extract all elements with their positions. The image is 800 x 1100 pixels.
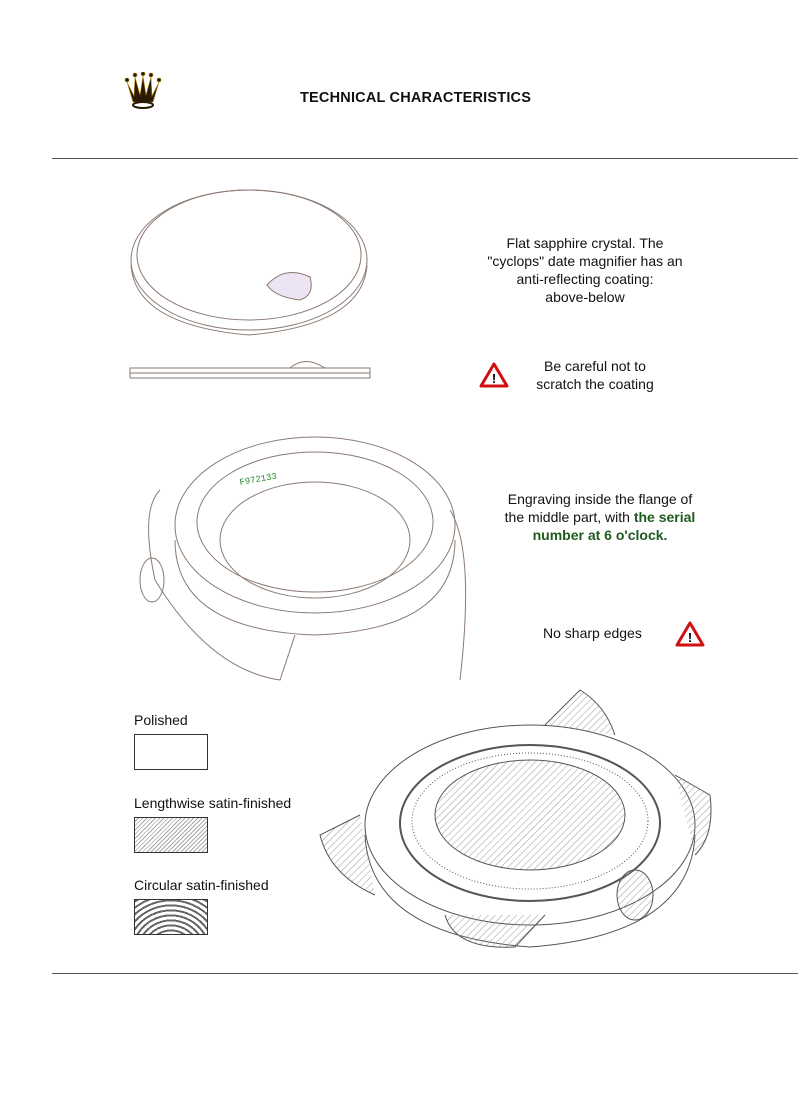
swatch-lengthwise <box>134 817 208 853</box>
caption-line: Flat sapphire crystal. The <box>506 235 664 251</box>
serial-number: F972133 <box>239 472 278 488</box>
case-back-illustration <box>319 689 712 948</box>
caption-line: "cyclops" date magnifier has an <box>487 253 683 269</box>
swatch-circular <box>134 899 208 935</box>
warning-line: Be careful not to <box>544 358 646 374</box>
coating-warning: Be careful not to scratch the coating <box>520 357 670 393</box>
sapphire-crystal-illustration <box>129 189 371 379</box>
caption-text: the middle part, with <box>504 509 634 525</box>
bottom-divider <box>52 973 798 974</box>
top-divider <box>52 158 798 159</box>
caption-line: above-below <box>545 289 625 305</box>
engraving-caption: Engraving inside the flange of the middl… <box>480 490 720 544</box>
swatch-polished <box>134 734 208 770</box>
legend-label-circular: Circular satin-finished <box>134 877 269 893</box>
caption-highlight: the serial <box>633 509 696 525</box>
warning-triangle-icon: ! <box>675 621 705 647</box>
page-title: TECHNICAL CHARACTERISTICS <box>300 90 532 106</box>
rolex-crown-logo <box>124 72 162 109</box>
warning-triangle-icon: ! <box>479 362 509 388</box>
middle-case-illustration: F972133 <box>139 436 467 681</box>
caption-line: Engraving inside the flange of <box>507 491 693 507</box>
svg-text:!: ! <box>492 371 496 386</box>
svg-text:!: ! <box>688 630 692 645</box>
caption-line: anti-reflecting coating: <box>516 271 654 287</box>
caption-highlight: number at 6 o'clock. <box>532 527 668 543</box>
crystal-caption: Flat sapphire crystal. The "cyclops" dat… <box>470 234 700 306</box>
warning-line: scratch the coating <box>536 376 654 392</box>
legend-label-polished: Polished <box>134 712 188 728</box>
sharp-edges-warning: No sharp edges <box>543 625 642 641</box>
legend-label-lengthwise: Lengthwise satin-finished <box>134 795 292 811</box>
